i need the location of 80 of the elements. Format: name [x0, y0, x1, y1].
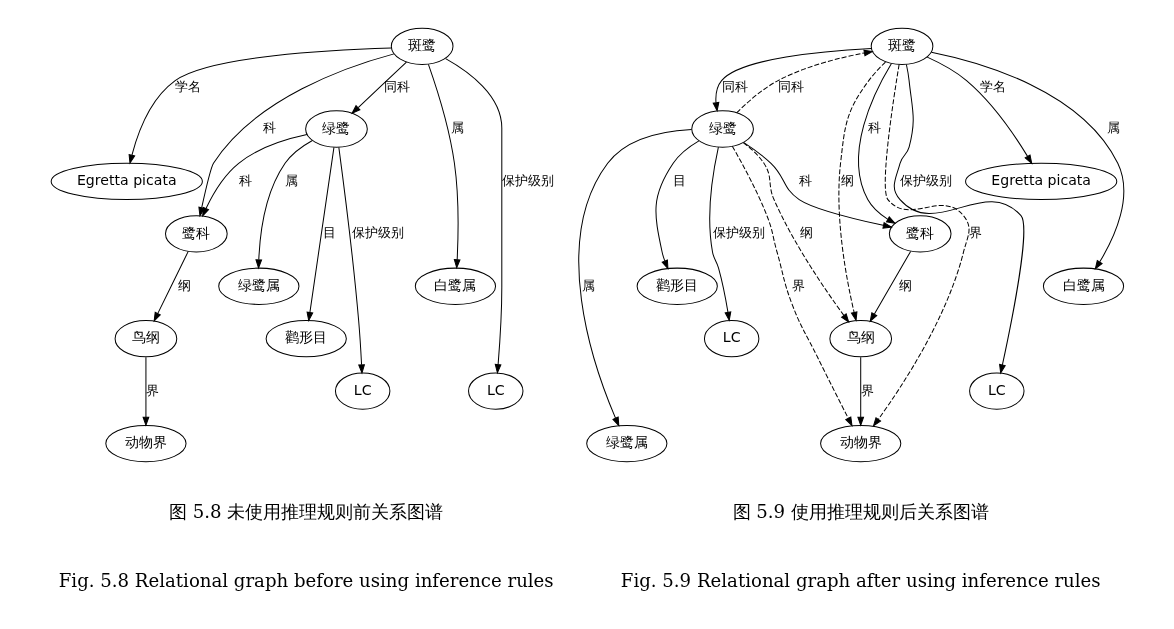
arrow — [201, 134, 307, 218]
node-ellipse: 绿鹭属 — [217, 267, 299, 305]
label: 图 5.9 使用推理规则后关系图谱 — [732, 500, 989, 522]
edge-label: 界 — [791, 277, 805, 293]
arrow — [305, 146, 334, 323]
edge-label: 科 — [798, 172, 812, 188]
node-ellipse: Egretta picata — [964, 162, 1117, 201]
node-ellipse: 斑鹭 — [870, 27, 933, 65]
edge-label: 纲 — [799, 225, 813, 241]
node-ellipse: 鹭科 — [164, 215, 228, 253]
edge-label: 同科 — [383, 79, 410, 95]
node-ellipse: 鹳形目 — [265, 320, 347, 358]
edge-label: 纲 — [177, 277, 191, 293]
node-ellipse: 绿鹭属 — [585, 424, 667, 463]
label: 图 5.8 未使用推理规则前关系图谱 — [168, 500, 443, 522]
arrow — [337, 146, 365, 375]
edge-label: 属 — [581, 277, 594, 293]
edge-label: 保护级别 — [712, 225, 765, 241]
edge-label: 纲 — [898, 277, 912, 293]
arrow — [869, 250, 911, 323]
edge-label: 学名 — [979, 79, 1006, 95]
edge-label: 界 — [145, 382, 159, 398]
arrow — [926, 56, 1032, 165]
arrow — [872, 64, 970, 428]
edge-label: 同科 — [777, 79, 804, 95]
arrow — [708, 146, 731, 322]
edge-label: 界 — [968, 225, 982, 241]
node-ellipse: 斑鹭 — [390, 27, 453, 65]
arrow — [930, 51, 1124, 271]
edge-label: 属 — [284, 172, 298, 188]
node-ellipse: 绿鹭 — [304, 110, 368, 148]
arrow — [893, 64, 1024, 375]
node-ellipse: 动物界 — [819, 424, 901, 463]
arrow — [444, 58, 502, 375]
edge-label: 目 — [672, 172, 686, 188]
edge-label: 属 — [450, 120, 464, 136]
arrow — [735, 49, 874, 114]
node-ellipse: 动物界 — [104, 424, 187, 463]
node-ellipse: 鸟纲 — [828, 320, 892, 358]
node-ellipse: 白鹭属 — [1042, 267, 1124, 305]
edge-label: 纲 — [840, 172, 854, 188]
node-ellipse: 鸟纲 — [114, 320, 177, 358]
edge-label: 属 — [1106, 120, 1120, 136]
node-ellipse: LC — [334, 372, 390, 410]
arrow — [711, 47, 872, 113]
edge-label: 学名 — [174, 79, 201, 95]
edge-label: 科 — [262, 120, 276, 136]
node-ellipse: LC — [467, 372, 523, 410]
arrow — [128, 47, 392, 165]
arrow — [141, 356, 149, 427]
arrow — [427, 63, 461, 270]
edge-label: 保护级别 — [351, 225, 404, 241]
edge-label: 保护级别 — [899, 172, 952, 188]
node-ellipse: 鹳形目 — [636, 267, 718, 305]
edge-label: 界 — [860, 382, 874, 398]
node-ellipse: 白鹭属 — [414, 267, 496, 305]
arrow — [654, 140, 699, 270]
arrow — [350, 61, 407, 115]
arrow — [731, 145, 853, 427]
arrow — [857, 62, 896, 225]
node-ellipse: 鹭科 — [888, 215, 952, 253]
node-ellipse: 绿鹭 — [690, 110, 754, 148]
label: Fig. 5.9 Relational graph after using inference rules — [620, 570, 1101, 592]
arrow — [837, 61, 886, 322]
node-ellipse: LC — [968, 372, 1025, 410]
arrow — [153, 250, 189, 323]
label: Fig. 5.8 Relational graph before using inference rules — [58, 570, 554, 592]
arrow — [856, 356, 864, 427]
arrow — [197, 53, 394, 218]
arrow — [254, 139, 313, 270]
edge-label: 同科 — [721, 79, 748, 95]
node-ellipse: Egretta picata — [50, 162, 203, 201]
edge-label: 科 — [238, 172, 252, 188]
arrow — [742, 142, 893, 229]
edge-label: 保护级别 — [501, 172, 554, 188]
edge-label: 目 — [322, 225, 336, 241]
node-ellipse: LC — [703, 320, 759, 358]
edge-label: 科 — [867, 120, 881, 136]
arrow — [577, 128, 692, 428]
arrow — [742, 142, 850, 324]
